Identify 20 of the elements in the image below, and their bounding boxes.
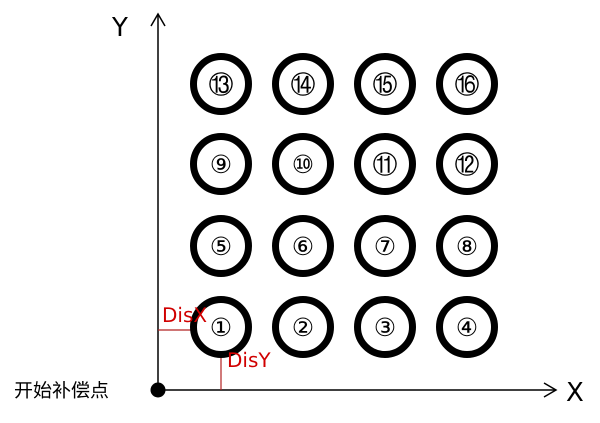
axis-label: Y	[112, 15, 128, 41]
point-number: ⑮	[372, 72, 398, 96]
point-number: ⑥	[292, 234, 314, 258]
origin-label: 开始补偿点	[14, 380, 110, 399]
point-number: ⑩	[292, 152, 314, 176]
point-number: ⑭	[290, 72, 316, 96]
point-number: ③	[374, 314, 396, 340]
point-number: ⑨	[210, 152, 232, 176]
axis-label: X	[566, 380, 584, 406]
point-number: ⑪	[372, 152, 398, 176]
point-number: ⑯	[454, 72, 480, 96]
dimension-label: DisY	[227, 350, 271, 370]
point-number: ①	[210, 314, 232, 340]
point-number: ⑫	[454, 152, 480, 176]
point-number: ⑬	[208, 72, 234, 96]
point-number: ⑤	[210, 234, 232, 258]
point-number: ②	[292, 314, 314, 340]
point-number: ⑦	[374, 234, 396, 258]
point-number: ⑧	[456, 234, 478, 258]
point-number: ④	[456, 314, 478, 340]
